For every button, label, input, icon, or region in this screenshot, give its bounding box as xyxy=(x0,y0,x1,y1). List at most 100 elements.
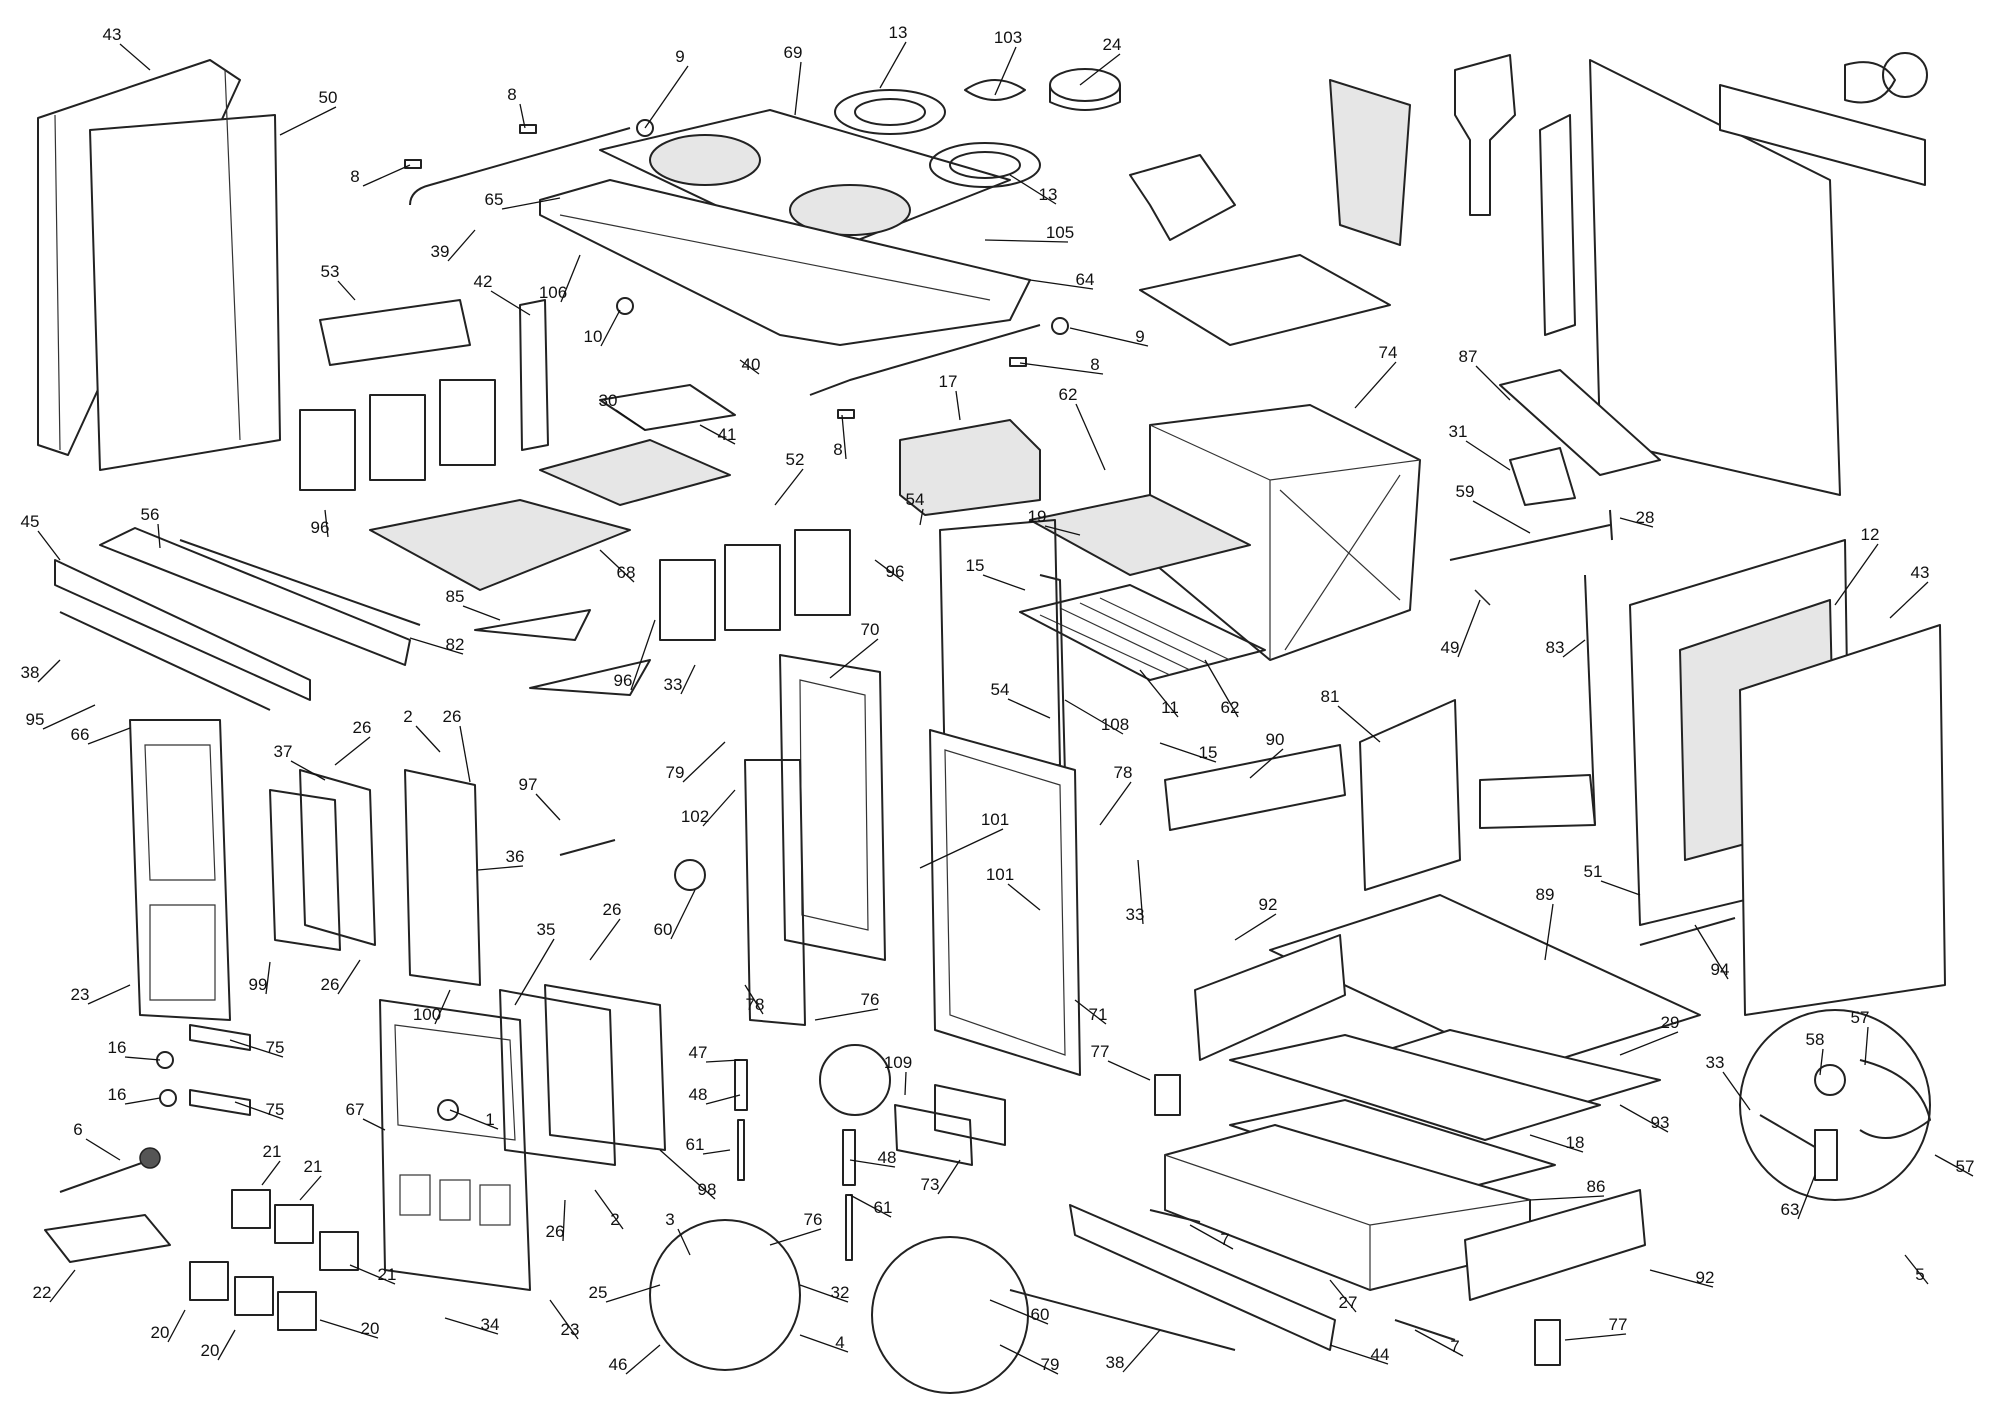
leader-line xyxy=(1414,1329,1464,1357)
callout-17: 17 xyxy=(939,372,958,391)
knob-1 xyxy=(437,1099,459,1121)
glass-73 xyxy=(894,1104,973,1166)
plate-77a xyxy=(1154,1074,1181,1116)
leader-line xyxy=(37,659,61,683)
callout-33: 33 xyxy=(1126,905,1145,924)
door-70 xyxy=(779,654,886,961)
leader-line xyxy=(799,1284,849,1303)
pin-61a xyxy=(737,1119,745,1181)
callout-106: 106 xyxy=(539,283,567,302)
leader-line xyxy=(1819,1048,1824,1076)
leader-line xyxy=(841,414,847,460)
callout-98: 98 xyxy=(698,1180,717,1199)
hotplate-13b xyxy=(929,142,1041,188)
callout-102: 102 xyxy=(681,807,709,826)
leader-line xyxy=(549,1299,579,1340)
spring-57 xyxy=(1859,1059,1931,1139)
ash-tray-68 xyxy=(369,499,631,591)
callout-35: 35 xyxy=(537,920,556,939)
slide-7b xyxy=(1394,1319,1456,1341)
brick-96d xyxy=(659,559,716,641)
callout-61: 61 xyxy=(686,1135,705,1154)
ring-107 xyxy=(1844,61,1896,104)
plate-75b xyxy=(189,1089,251,1116)
deflector-80 xyxy=(1129,154,1236,241)
leader-line xyxy=(261,1160,281,1186)
callout-16: 16 xyxy=(108,1085,127,1104)
inset-hook xyxy=(871,1236,1029,1394)
knob-97 xyxy=(674,859,706,891)
glass-35 xyxy=(499,989,616,1166)
callout-33: 33 xyxy=(664,675,683,694)
leader-line xyxy=(1619,517,1654,528)
pin-28 xyxy=(1609,509,1613,541)
back-panel-55 xyxy=(1589,59,1841,496)
leader-line xyxy=(680,664,696,695)
leader-line xyxy=(1649,1269,1714,1288)
callout-83: 83 xyxy=(1546,638,1565,657)
door-67 xyxy=(379,999,531,1291)
leader-line xyxy=(699,424,736,445)
frame-109 xyxy=(934,1084,1006,1146)
callout-60: 60 xyxy=(1031,1305,1050,1324)
leader-line xyxy=(705,1059,741,1063)
bar-85b xyxy=(529,659,651,696)
leader-line xyxy=(849,1194,892,1218)
callout-48: 48 xyxy=(878,1148,897,1167)
leader-line xyxy=(919,828,1004,869)
rail-56 xyxy=(99,527,411,666)
door-36 xyxy=(404,769,481,986)
rail-38b xyxy=(1009,1289,1236,1351)
leader-line xyxy=(1354,361,1397,409)
leader-line xyxy=(1934,1154,1974,1177)
callout-3: 3 xyxy=(665,1210,674,1229)
callout-47: 47 xyxy=(689,1043,708,1062)
callout-86: 86 xyxy=(1587,1177,1606,1196)
leader-line xyxy=(1600,880,1641,896)
knob-16b xyxy=(159,1089,177,1107)
callout-62: 62 xyxy=(1059,385,1078,404)
callout-29: 29 xyxy=(1661,1013,1680,1032)
callout-77: 77 xyxy=(1091,1042,1110,1061)
tile-21c xyxy=(319,1231,359,1271)
callout-85: 85 xyxy=(446,587,465,606)
vent-a xyxy=(399,1174,431,1216)
leader-line xyxy=(849,1159,896,1168)
callout-43: 43 xyxy=(1911,563,1930,582)
leader-line xyxy=(982,574,1026,591)
callout-54: 54 xyxy=(991,680,1010,699)
brick-96c xyxy=(439,379,496,466)
callout-95: 95 xyxy=(26,710,45,729)
leader-line xyxy=(477,865,524,871)
leader-line xyxy=(501,197,561,210)
vent-c xyxy=(479,1184,511,1226)
callout-75: 75 xyxy=(266,1100,285,1119)
leader-line xyxy=(994,46,1017,96)
callout-93: 93 xyxy=(1651,1113,1670,1132)
callout-66: 66 xyxy=(71,725,90,744)
callout-76: 76 xyxy=(804,1210,823,1229)
callout-7: 7 xyxy=(1450,1337,1459,1356)
brick-96b xyxy=(369,394,426,481)
rail-38 xyxy=(59,611,271,711)
callout-1: 1 xyxy=(485,1110,494,1129)
plate-75a xyxy=(189,1024,251,1051)
leader-line xyxy=(1107,1060,1151,1081)
panel-53 xyxy=(319,299,471,366)
brick-96f xyxy=(794,529,851,616)
leader-line xyxy=(449,1109,499,1130)
leader-line xyxy=(630,619,656,691)
leader-line xyxy=(984,239,1069,243)
tile-20c xyxy=(277,1291,317,1331)
rail-44 xyxy=(1069,1204,1336,1351)
callout-20: 20 xyxy=(201,1341,220,1360)
rod-6 xyxy=(59,1159,151,1193)
callout-101: 101 xyxy=(981,810,1009,829)
leader-line xyxy=(1834,543,1879,606)
callout-62: 62 xyxy=(1221,698,1240,717)
leader-line xyxy=(937,1159,961,1195)
panel-42 xyxy=(519,299,549,451)
leader-line xyxy=(124,1056,161,1061)
strip-94 xyxy=(1639,917,1736,946)
